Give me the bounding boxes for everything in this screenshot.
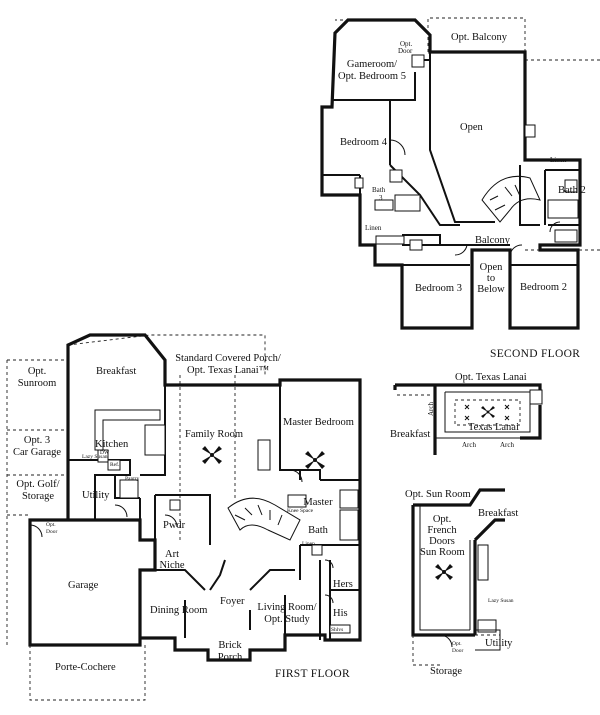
opt-sunroom-label-2: Sunroom (18, 378, 57, 389)
second-floor-title: SECOND FLOOR (490, 348, 580, 360)
opt-sunroom-label: Opt. (28, 366, 46, 377)
dining-room-label: Dining Room (150, 605, 207, 616)
art-niche-label: Art (165, 549, 179, 560)
shelves-label: Shlvs (331, 627, 343, 633)
opt-door-label: Opt. (46, 522, 56, 528)
open-below-label-3: Below (477, 284, 505, 295)
sunroom-breakfast-label: Breakfast (478, 508, 518, 519)
opt3-label-2: Car Garage (13, 447, 61, 458)
garage-label: Garage (68, 580, 99, 591)
foyer-label: Foyer (220, 596, 245, 607)
knee-space-label: Knee Space (287, 508, 314, 514)
sunroom-title: Opt. Sun Room (405, 489, 471, 500)
first-floor-title: FIRST FLOOR (275, 668, 350, 680)
open-label: Open (460, 122, 483, 133)
opt-door-label: Opt. (400, 40, 413, 48)
master-bath-label: Master (303, 497, 333, 508)
balcony-label: Balcony (475, 235, 511, 246)
living-room-label: Living Room/ (257, 602, 316, 613)
lanai-breakfast-label: Breakfast (390, 429, 430, 440)
breakfast-label: Breakfast (96, 366, 136, 377)
dw-label: DW (100, 450, 110, 456)
brick-porch-label-2: Porch (218, 652, 243, 663)
sunroom-lazy-susan-label: Lazy Susan (488, 598, 514, 604)
bedroom3-label: Bedroom 3 (415, 283, 462, 294)
opt-golf-label-2: Storage (22, 491, 54, 502)
opt-door-label-2: Door (398, 47, 413, 55)
porte-cochere-label: Porte-Cochere (55, 662, 116, 673)
bedroom4-label: Bedroom 4 (340, 137, 388, 148)
opt-golf-label: Opt. Golf/ (16, 479, 59, 490)
lanai-arch3-label: Arch (500, 441, 514, 449)
pwdr-label: Pwdr (163, 520, 186, 531)
french-doors-label-2: French (427, 525, 457, 536)
brick-porch-label: Brick (218, 640, 242, 651)
bath3-label: Bath (372, 186, 386, 194)
linen-label: Linen (550, 156, 567, 164)
sunroom-storage-label: Storage (430, 666, 462, 677)
open-below-label: Open (480, 262, 503, 273)
bath3-label-2: 3 (379, 194, 383, 202)
porch-label-2: Opt. Texas Lanai™ (187, 365, 269, 376)
family-room-fan-icon (202, 446, 222, 464)
sun-room-inset (411, 488, 505, 666)
master-bedroom-label: Master Bedroom (283, 417, 354, 428)
gameroom-label-2: Opt. Bedroom 5 (338, 71, 406, 82)
lazy-susan-label: Lazy Susan (82, 454, 108, 460)
opt3-label: Opt. 3 (24, 435, 50, 446)
french-doors-label-3: Doors (429, 536, 455, 547)
first-floor-plan (6, 333, 362, 701)
lanai-arch-label: Arch (427, 402, 435, 416)
opt-balcony-label: Opt. Balcony (451, 32, 508, 43)
lanai-arch2-label: Arch (462, 441, 476, 449)
french-doors-label: Opt. (433, 514, 451, 525)
bath2-label: Bath 2 (558, 185, 586, 196)
sun-room-fan-icon (435, 564, 453, 580)
master-bedroom-fan-icon (305, 451, 325, 469)
lanai-fan-icon (481, 406, 495, 418)
texas-lanai-label: Texas Lanai (468, 422, 519, 433)
second-floor-plan (320, 17, 600, 330)
family-room-label: Family Room (185, 429, 243, 440)
bedroom2-label: Bedroom 2 (520, 282, 567, 293)
pantry-label: Pantry (125, 476, 140, 482)
lanai-title: Opt. Texas Lanai (455, 372, 527, 383)
sun-room-label: Sun Room (420, 547, 465, 558)
linen-label: Linen (302, 541, 315, 547)
living-room-label-2: Opt. Study (264, 614, 310, 625)
sunroom-opt-door-label-2: Door (452, 648, 463, 654)
kitchen-label: Kitchen (95, 439, 129, 450)
open-below-label-2: to (487, 273, 495, 284)
gameroom-label: Gameroom/ (347, 59, 397, 70)
art-niche-label-2: Niche (159, 560, 184, 571)
porch-label: Standard Covered Porch/ (175, 353, 281, 364)
his-label: His (333, 608, 348, 619)
hers-label: Hers (333, 579, 353, 590)
utility-label: Utility (82, 490, 110, 501)
master-bath-label-2: Bath (308, 525, 329, 536)
sunroom-opt-door-label: Opt. (452, 641, 462, 647)
sunroom-utility-label: Utility (485, 638, 513, 649)
ref-label: Ref. (110, 461, 120, 468)
texas-lanai-inset (393, 383, 543, 455)
opt-door-label-2: Door (46, 529, 57, 535)
linen2-label: Linen (365, 224, 382, 232)
